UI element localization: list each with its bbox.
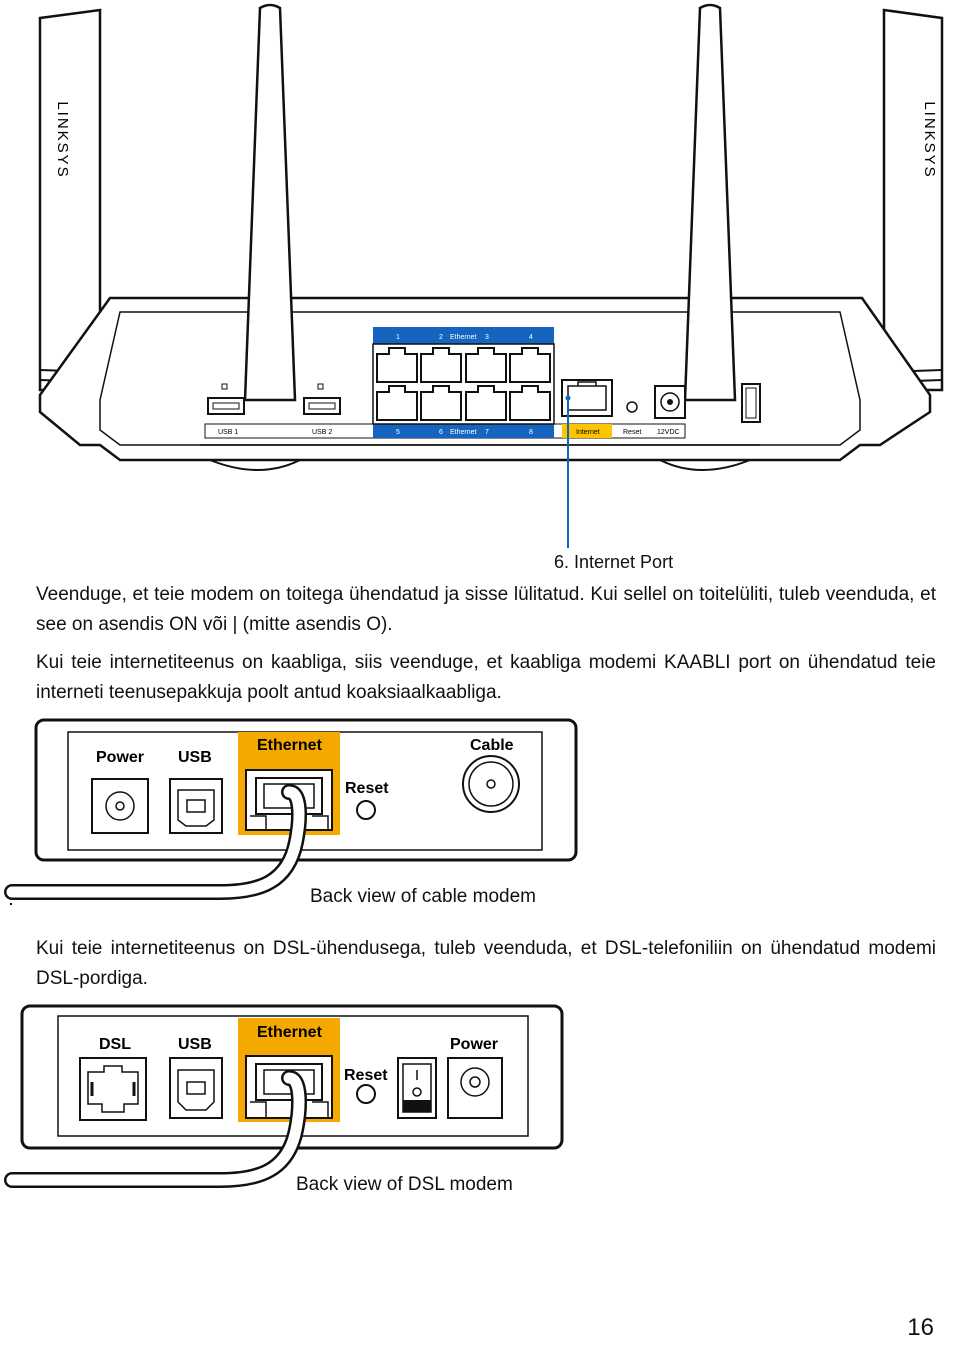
ethernet-jack-3	[465, 347, 507, 383]
dsl-modem-power-label: Power	[450, 1036, 498, 1053]
left-inner-antenna	[243, 3, 297, 402]
usb1-label: USB 1	[218, 429, 238, 436]
dsl-modem-power-switch	[397, 1057, 437, 1119]
dsl-modem-ethernet-port	[245, 1055, 333, 1119]
internet-port-callout: 6. Internet Port	[554, 552, 674, 572]
eth-top-2: 2	[439, 334, 443, 341]
eth-bottom-5: 5	[396, 429, 400, 436]
internet-port: Internet	[561, 379, 613, 438]
cable-modem-usb-label: USB	[178, 749, 212, 766]
dsl-modem-caption: Back view of DSL modem	[296, 1174, 513, 1195]
eth-top-3: 3	[485, 334, 489, 341]
usb-port-1	[207, 383, 245, 415]
paragraph-dsl-modem: Kui teie internetiteenus on DSL-ühenduse…	[36, 938, 936, 989]
ethernet-jack-5	[376, 385, 418, 421]
ethernet-jack-4	[509, 347, 551, 383]
power-switch	[741, 383, 761, 423]
cable-modem-caption: Back view of cable modem	[310, 886, 536, 907]
ethernet-ports-block: 1 2 Ethernet 3 4 5 6 Ethernet 7 8	[372, 327, 555, 438]
dsl-modem-power-port	[447, 1057, 503, 1119]
ethernet-jack-2	[420, 347, 462, 383]
router-back-diagram: LINKSYS LINKSYS USB 1 USB 2 1 2 Ethernet	[38, 3, 944, 548]
eth-bottom-label: Ethernet	[450, 429, 477, 436]
reset-label: Reset	[623, 429, 641, 436]
cable-modem-power-label: Power	[96, 749, 144, 766]
cable-modem-ethernet-label: Ethernet	[257, 737, 323, 754]
cable-modem-cable-label: Cable	[470, 737, 514, 754]
right-inner-antenna	[683, 3, 737, 402]
page-number: 16	[907, 1314, 934, 1341]
paragraph-modem-power: Veenduge, et teie modem on toitega ühend…	[36, 584, 936, 635]
dsl-modem-dsl-port	[79, 1057, 147, 1121]
reset-button: Reset	[623, 401, 641, 436]
brand-logo-left: LINKSYS	[54, 101, 71, 178]
eth-top-4: 4	[529, 334, 533, 341]
eth-bottom-6: 6	[439, 429, 443, 436]
eth-top-1: 1	[396, 334, 400, 341]
ethernet-jack-8	[509, 385, 551, 421]
dsl-modem-usb-label: USB	[178, 1036, 212, 1053]
cable-modem-coax-port	[462, 755, 520, 813]
ethernet-jack-1	[376, 347, 418, 383]
dsl-modem-usb-port	[169, 1057, 223, 1119]
dsl-modem-diagram: DSL USB Ethernet Reset Power	[4, 1004, 564, 1188]
ethernet-jack-7	[465, 385, 507, 421]
power-label: 12VDC	[657, 429, 680, 436]
power-port: 12VDC	[654, 385, 686, 436]
dsl-modem-reset-label: Reset	[344, 1067, 388, 1084]
cable-modem-reset-button	[356, 800, 376, 820]
internet-port-label: Internet	[576, 429, 600, 436]
cable-modem-usb-port	[169, 778, 223, 834]
brand-logo-right: LINKSYS	[921, 101, 938, 178]
paragraph-cable-modem: Kui teie internetiteenus on kaabliga, si…	[36, 652, 936, 703]
cable-modem-power-port	[91, 778, 149, 834]
cable-modem-diagram: Power USB Ethernet Reset Cable	[4, 718, 578, 905]
dsl-modem-ethernet-label: Ethernet	[257, 1024, 323, 1041]
ethernet-jack-6	[420, 385, 462, 421]
usb2-label: USB 2	[312, 429, 332, 436]
eth-bottom-8: 8	[529, 429, 533, 436]
usb-port-2	[303, 383, 341, 415]
eth-bottom-7: 7	[485, 429, 489, 436]
right-outer-antenna: LINKSYS	[882, 8, 944, 392]
dsl-modem-dsl-label: DSL	[99, 1036, 131, 1053]
eth-top-label: Ethernet	[450, 334, 477, 341]
dsl-modem-reset-button	[356, 1084, 376, 1104]
cable-modem-reset-label: Reset	[345, 780, 389, 797]
